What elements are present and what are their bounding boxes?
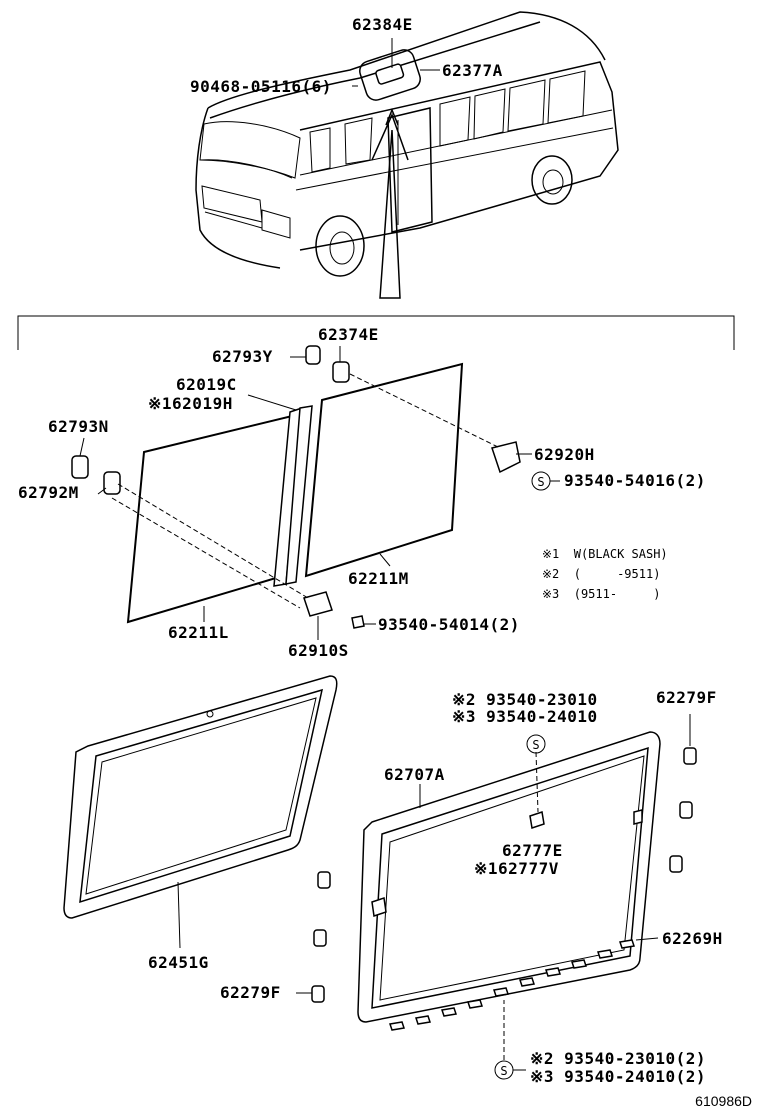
label-62910S: 62910S [288, 641, 349, 660]
label-62451G: 62451G [148, 953, 209, 972]
note-3: ※3 (9511- ) [542, 587, 660, 601]
label-62793N: 62793N [48, 417, 109, 436]
label-62211L: 62211L [168, 623, 229, 642]
label-93540-23010-top: ※2 93540-23010 [452, 690, 598, 709]
frame-62707A [357, 731, 661, 1023]
label-93540-24010-top: ※3 93540-24010 [452, 707, 598, 726]
bus-illustration [195, 11, 619, 299]
label-62019H: ※162019H [148, 394, 233, 413]
label-62793Y: 62793Y [212, 347, 273, 366]
frame-62451G [63, 675, 338, 919]
label-62374E: 62374E [318, 325, 379, 344]
label-93540-24010-bottom: ※3 93540-24010(2) [530, 1067, 706, 1086]
label-62792M: 62792M [18, 483, 79, 502]
label-62707A: 62707A [384, 765, 445, 784]
label-90468-05116: 90468-05116(6) [190, 77, 332, 96]
svg-text:S: S [537, 475, 544, 489]
label-62279F-bottom: 62279F [220, 983, 281, 1002]
label-62279F-top: 62279F [656, 688, 717, 707]
svg-text:S: S [500, 1064, 507, 1078]
label-62920H: 62920H [534, 445, 595, 464]
label-62269H: 62269H [662, 929, 723, 948]
label-62384E: 62384E [352, 15, 413, 34]
label-62211M: 62211M [348, 569, 409, 588]
pads-62269H [389, 939, 635, 1031]
glass-62211L [126, 414, 294, 624]
figure-id: 610986D [695, 1093, 752, 1109]
label-62377A: 62377A [442, 61, 503, 80]
label-62777E: 62777E [502, 841, 563, 860]
note-2: ※2 ( -9511) [542, 567, 660, 581]
label-62777V: ※162777V [474, 859, 559, 878]
svg-text:S: S [532, 738, 539, 752]
note-1: ※1 W(BLACK SASH) [542, 547, 668, 561]
glass-62211M [304, 362, 464, 578]
label-93540-54016: 93540-54016(2) [564, 471, 706, 490]
label-62019C: 62019C [176, 375, 237, 394]
label-93540-23010-bottom: ※2 93540-23010(2) [530, 1049, 706, 1068]
label-93540-54014: 93540-54014(2) [378, 615, 520, 634]
